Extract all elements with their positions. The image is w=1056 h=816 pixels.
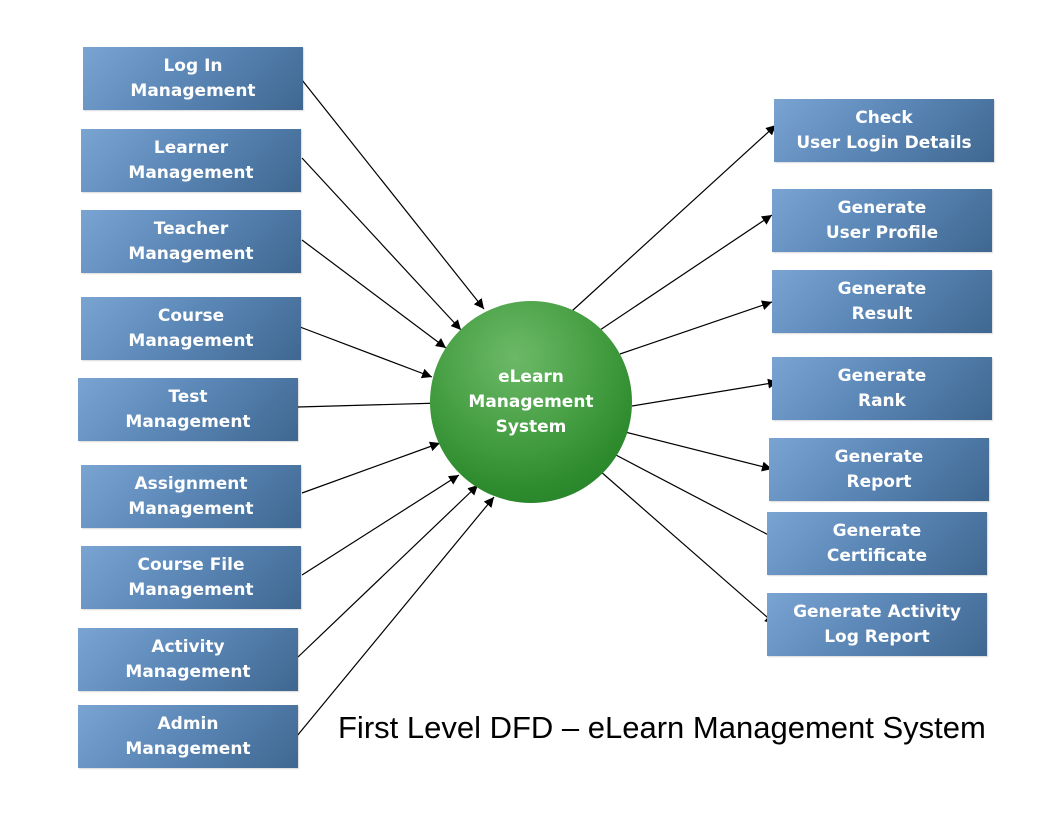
- input-activity-management[interactable]: Activity Management: [78, 628, 298, 691]
- input-teacher-management[interactable]: Teacher Management: [81, 210, 301, 273]
- flow-system-to-check-login: [571, 124, 777, 312]
- input-assignment-management[interactable]: Assignment Management: [81, 465, 301, 528]
- input-course-management[interactable]: Course Management: [81, 297, 301, 360]
- output-generate-activity-log-report[interactable]: Generate Activity Log Report: [767, 593, 987, 656]
- flow-assignment-to-system: [301, 441, 441, 494]
- input-admin-management[interactable]: Admin Management: [78, 705, 298, 768]
- input-test-management[interactable]: Test Management: [78, 378, 298, 441]
- flow-system-to-activity-log: [599, 470, 776, 625]
- flow-activity-to-system: [297, 484, 479, 658]
- output-generate-user-profile[interactable]: Generate User Profile: [772, 189, 992, 252]
- flow-login-to-system: [301, 79, 485, 310]
- flow-system-to-certificate: [613, 453, 779, 541]
- flow-learner-to-system: [301, 157, 462, 331]
- flow-course-to-system: [299, 326, 433, 379]
- input-course-file-management[interactable]: Course File Management: [81, 546, 301, 609]
- flow-test-to-system: [297, 398, 442, 409]
- flow-system-to-result: [619, 300, 773, 355]
- flow-admin-to-system: [291, 496, 495, 743]
- output-generate-certificate[interactable]: Generate Certificate: [767, 512, 987, 575]
- flow-teacher-to-system: [301, 239, 447, 349]
- flow-system-to-report: [624, 431, 773, 472]
- input-login-management[interactable]: Log In Management: [83, 47, 303, 110]
- flow-system-to-user-profile: [599, 214, 773, 331]
- output-generate-result[interactable]: Generate Result: [772, 270, 992, 333]
- data-flow-arrows: [291, 79, 779, 743]
- output-generate-report[interactable]: Generate Report: [769, 438, 989, 501]
- diagram-title: First Level DFD – eLearn Management Syst…: [338, 710, 986, 745]
- output-check-user-login-details[interactable]: Check User Login Details: [774, 99, 994, 162]
- flow-course-file-to-system: [301, 474, 460, 576]
- output-generate-rank[interactable]: Generate Rank: [772, 357, 992, 420]
- elearn-management-system-process[interactable]: eLearn Management System: [430, 301, 632, 503]
- flow-system-to-rank: [631, 378, 779, 407]
- input-learner-management[interactable]: Learner Management: [81, 129, 301, 192]
